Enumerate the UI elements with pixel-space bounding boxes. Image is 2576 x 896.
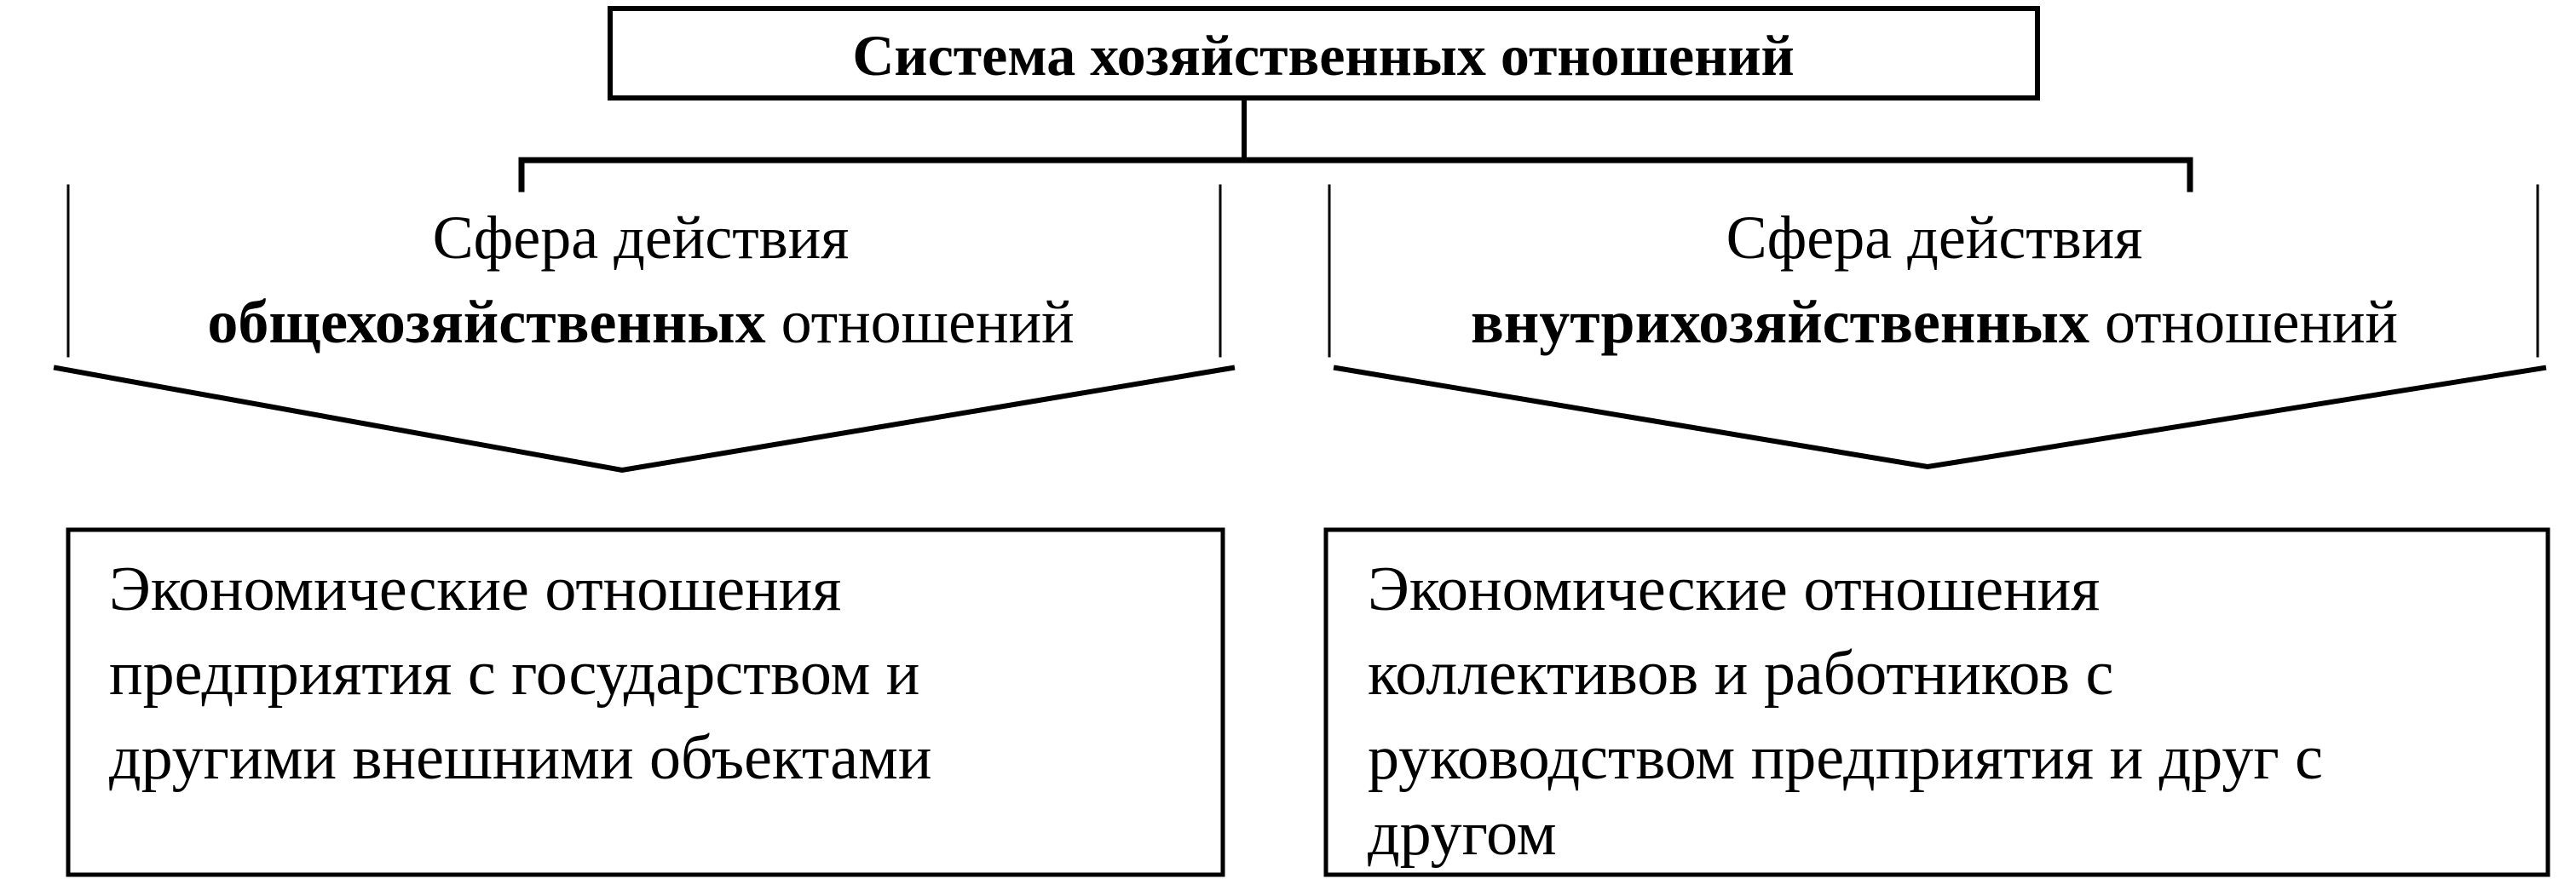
right-description-line2: коллективов и работников с — [1368, 639, 2113, 709]
right-sphere-heading-line1: Сфера действия — [1726, 204, 2143, 272]
right-description-box — [1323, 527, 2550, 877]
left-description-line1: Экономические отношения — [109, 554, 841, 624]
left-sphere-heading-bold: общехозяйственных — [207, 288, 765, 356]
right-description-line4: другом — [1368, 799, 1557, 869]
title-text: Система хозяйственных отношений — [852, 23, 1794, 88]
left-description-line3: другими внешними объектами — [109, 723, 931, 793]
right-sphere-heading-rest: отношений — [2089, 288, 2398, 356]
left-sphere-shape — [53, 184, 1236, 474]
right-description-line1: Экономические отношения — [1368, 554, 2100, 624]
right-sphere-heading-bold: внутрихозяйственных — [1471, 288, 2089, 356]
left-description-line2: предприятия с государством и — [109, 639, 919, 709]
right-description-line3: руководством предприятия и друг с — [1368, 723, 2323, 793]
left-sphere-heading-line1: Сфера действия — [433, 204, 850, 272]
left-sphere-heading-rest: отношений — [766, 288, 1075, 356]
right-sphere-shape — [1328, 184, 2547, 470]
branch-line — [518, 157, 2193, 192]
left-sphere-heading-line2: общехозяйственных отношений — [207, 288, 1074, 356]
title-box — [608, 6, 2040, 101]
left-description-box — [66, 527, 1225, 877]
right-sphere-heading-line2: внутрихозяйственных отношений — [1471, 288, 2398, 356]
